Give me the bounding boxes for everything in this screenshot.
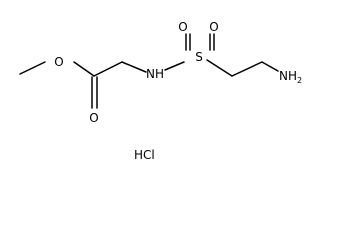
atom-o-sulfonyl-left: O [178, 20, 187, 34]
bond-carbonyl-ch2 [93, 61, 123, 77]
atom-o-ester: O [54, 55, 63, 69]
bond-s-ch2 [206, 59, 233, 77]
bond-nh-s [164, 61, 185, 71]
bond-ch2-ch2 [231, 61, 263, 77]
atom-o-sulfonyl-right: O [209, 20, 218, 34]
bond-ch2-nh2 [261, 61, 279, 72]
atom-s: S [195, 50, 203, 64]
chemical-structure-diagram: O O NH S O O NH2 HCl [19, 20, 302, 162]
atom-o-carbonyl: O [89, 111, 98, 125]
salt-label: HCl [134, 148, 155, 162]
atom-nh2: NH2 [279, 69, 302, 85]
bond-o-carbonyl-carbon [73, 61, 95, 77]
atom-nh2-subscript: 2 [297, 76, 302, 85]
bond-methyl-o [19, 61, 46, 75]
atom-nh2-main: NH [279, 69, 297, 83]
bond-ch2-nh [121, 61, 147, 73]
atom-nh: NH [146, 67, 164, 81]
